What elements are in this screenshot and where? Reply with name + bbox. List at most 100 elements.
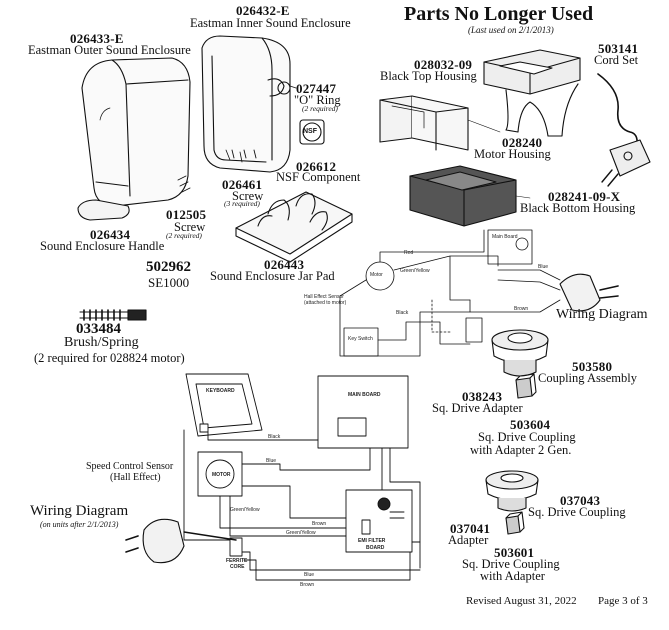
part-503601-name2: with Adapter xyxy=(480,569,545,583)
top-wiring-hall-sensor: Hall Effect Sensor (attached to motor) xyxy=(304,294,347,306)
part-038243-number: 038243 xyxy=(462,389,503,404)
emi-filter-label: EMI FILTER xyxy=(358,538,386,544)
bottom-wire-green-yellow: Green/Yellow xyxy=(286,530,316,536)
part-503604-name2: with Adapter 2 Gen. xyxy=(470,443,572,457)
part-502962-name: SE1000 xyxy=(148,275,190,290)
bottom-wire-blue-plug: Blue xyxy=(304,572,315,578)
part-027447-note: (2 required) xyxy=(302,104,338,113)
top-wiring-main-board: Main Board xyxy=(492,234,518,240)
part-028032-name: Black Top Housing xyxy=(380,69,477,83)
part-028241-name: Black Bottom Housing xyxy=(520,201,636,215)
part-026612-number: 026612 xyxy=(296,159,337,174)
keyboard-label: KEYBOARD xyxy=(206,388,235,394)
page-title: Parts No Longer Used xyxy=(404,3,594,25)
part-026432-name: Eastman Inner Sound Enclosure xyxy=(190,16,351,30)
top-wiring-key-switch: Key Switch xyxy=(348,336,373,342)
part-026612-name: NSF Component xyxy=(276,170,361,184)
handle-illustration xyxy=(77,199,130,221)
part-026432-number: 026432-E xyxy=(236,3,290,18)
bottom-wiring-diagram xyxy=(183,373,421,581)
part-012505-name: Screw xyxy=(174,220,206,234)
part-012505-number: 012505 xyxy=(166,207,207,222)
part-027447-name: "O" Ring xyxy=(294,93,341,107)
part-503601-number: 503601 xyxy=(494,545,535,560)
screw-illustrations xyxy=(177,149,257,193)
part-028241-number: 028241-09-X xyxy=(548,189,621,204)
o-ring-illustration xyxy=(277,81,291,95)
brush-spring-illustration xyxy=(79,309,147,321)
part-026461-name: Screw xyxy=(232,189,264,203)
black-bottom-housing-illustration xyxy=(409,165,531,227)
part-503604-name: Sq. Drive Coupling xyxy=(478,430,576,444)
part-028240-name: Motor Housing xyxy=(474,147,551,161)
footer-page: Page 3 of 3 xyxy=(598,595,648,607)
part-038243-name: Sq. Drive Adapter xyxy=(432,401,523,415)
bottom-wire-blue: Blue xyxy=(266,458,277,464)
top-wiring-wire-brown: Brown xyxy=(514,306,529,312)
part-026461-number: 026461 xyxy=(222,177,263,192)
adapter-illustration xyxy=(505,511,525,535)
part-503604-number: 503604 xyxy=(510,417,551,432)
part-503580-number: 503580 xyxy=(572,359,613,374)
nsf-logo xyxy=(299,119,325,145)
inner-sound-enclosure-illustration xyxy=(201,35,291,173)
part-503141-number: 503141 xyxy=(598,41,639,56)
cord-set-illustration xyxy=(597,73,651,187)
top-wiring-wire-red: Red xyxy=(404,250,414,256)
outer-sound-enclosure-illustration xyxy=(81,57,191,207)
part-037041-name: Adapter xyxy=(448,533,489,547)
part-026434-number: 026434 xyxy=(90,227,131,242)
speed-control-sensor-label: Speed Control Sensor xyxy=(86,461,174,472)
sq-drive-adapter-illustration xyxy=(515,373,537,399)
part-503141-name: Cord Set xyxy=(594,53,639,67)
sq-drive-coupling-illustration xyxy=(485,470,539,512)
jar-pad-illustration xyxy=(235,191,353,263)
part-503580-name: Coupling Assembly xyxy=(538,371,637,385)
part-033484-name: Brush/Spring xyxy=(64,335,139,350)
top-wiring-diagram xyxy=(339,229,561,357)
bottom-wire-black: Black xyxy=(268,434,281,440)
part-026461-note: (3 required) xyxy=(224,199,260,208)
part-037043-number: 037043 xyxy=(560,493,601,508)
bottom-wire-brown-plug: Brown xyxy=(300,582,315,588)
motor-housing-illustration xyxy=(379,95,501,151)
bottom-wire-brown: Brown xyxy=(312,521,327,527)
part-502962-number: 502962 xyxy=(146,259,191,275)
part-028032-number: 028032-09 xyxy=(414,57,473,72)
ferrite-core-label: FERRITE xyxy=(226,558,248,564)
main-board-label: MAIN BOARD xyxy=(348,392,381,398)
bottom-wire-green-yellow-motor: Green/Yellow xyxy=(230,507,260,513)
wiring-diagram-bottom-label: Wiring Diagram xyxy=(30,503,129,519)
top-wiring-wire-black: Black xyxy=(396,310,409,316)
part-028240-number: 028240 xyxy=(502,135,543,150)
page-subtitle: (Last used on 2/1/2013) xyxy=(468,25,554,35)
wiring-diagram-bottom-note: (on units after 2/1/2013) xyxy=(40,520,119,529)
emi-board-label: BOARD xyxy=(366,545,385,551)
top-wiring-wire-green-yellow: Green/Yellow xyxy=(400,268,430,274)
part-037041-number: 037041 xyxy=(450,521,491,536)
coupling-assembly-illustration xyxy=(491,329,549,377)
part-026443-name: Sound Enclosure Jar Pad xyxy=(210,269,335,283)
nsf-logo-text: NSF xyxy=(303,128,317,135)
part-026433-name: Eastman Outer Sound Enclosure xyxy=(28,43,191,57)
top-wiring-wire-blue: Blue xyxy=(538,264,549,270)
part-503601-name: Sq. Drive Coupling xyxy=(462,557,560,571)
black-top-housing-illustration xyxy=(483,49,581,137)
ferrite-core-label2: CORE xyxy=(230,564,245,570)
part-026433-number: 026433-E xyxy=(70,31,124,46)
part-026434-name: Sound Enclosure Handle xyxy=(40,239,165,253)
part-037043-name: Sq. Drive Coupling xyxy=(528,505,626,519)
part-026443-number: 026443 xyxy=(264,257,305,272)
footer-revision: Revised August 31, 2022 xyxy=(466,595,577,607)
wiring-plug-top xyxy=(559,273,619,312)
part-012505-note: (2 required) xyxy=(166,231,202,240)
part-027447-number: 027447 xyxy=(296,81,337,96)
wiring-plug-bottom xyxy=(125,518,237,564)
wiring-diagram-top-label: Wiring Diagram xyxy=(556,307,648,322)
part-033484-number: 033484 xyxy=(76,321,121,337)
motor-label: MOTOR xyxy=(212,472,231,478)
speed-control-sensor-label2: (Hall Effect) xyxy=(110,472,161,483)
top-wiring-motor: Motor xyxy=(370,272,383,278)
